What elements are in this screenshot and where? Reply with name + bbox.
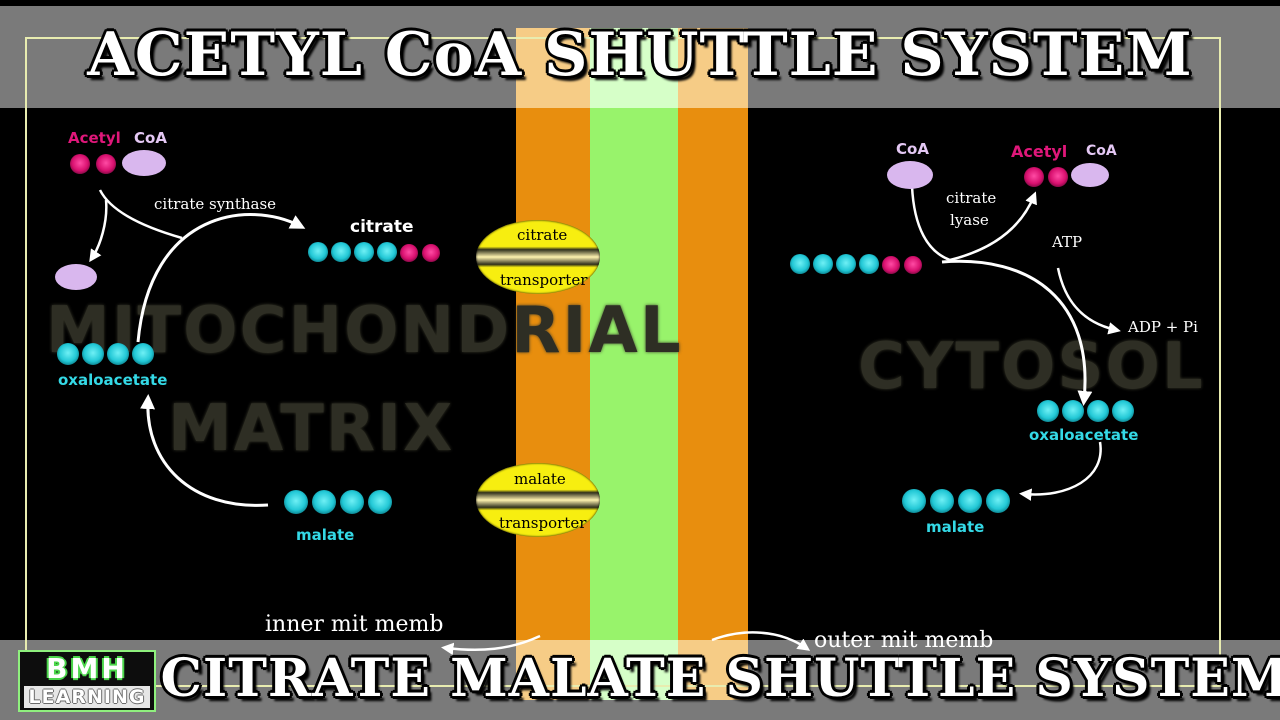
malate-left-carbon-1 — [284, 490, 308, 514]
citrate-lyase-label-line1: citrate — [946, 189, 997, 207]
intermembrane-top — [590, 28, 678, 108]
malate-label-left: malate — [296, 526, 355, 544]
citrate-right-carbon-1 — [790, 254, 810, 274]
citrate-transporter-label-top: citrate — [517, 226, 568, 244]
malate-right-carbon-2 — [930, 489, 954, 513]
citrate-synthase-arrow — [136, 213, 306, 343]
outer-membrane-band — [678, 108, 748, 640]
acetyl-right-carbon-1 — [1024, 167, 1044, 187]
page-title: ACETYL CoA SHUTTLE SYSTEM — [87, 20, 1193, 90]
citrate-right-carbon-3 — [836, 254, 856, 274]
region-label-cytosol: CYTOSOL — [858, 330, 1205, 404]
malate-right-carbon-1 — [902, 489, 926, 513]
coa-release-arrow — [98, 189, 183, 240]
malate-right-carbon-3 — [958, 489, 982, 513]
atp-label: ATP — [1052, 233, 1083, 251]
inner-membrane-label: inner mit memb — [265, 612, 444, 637]
bmh-learning-logo: BMH LEARNING — [18, 650, 156, 712]
coa-branch-arrow — [89, 199, 108, 263]
oxaloacetate-right-carbon-3 — [1087, 400, 1109, 422]
intermembrane-bottom — [590, 640, 678, 700]
oxaloacetate-label-left: oxaloacetate — [58, 371, 168, 389]
oxaloacetate-left-carbon-1 — [57, 343, 79, 365]
citrate-transporter-label-bottom: transporter — [500, 271, 588, 289]
oxaloacetate-left-carbon-2 — [82, 343, 104, 365]
outer-membrane-label: outer mit memb — [814, 628, 994, 653]
malate-left-carbon-3 — [340, 490, 364, 514]
coa-label-right-bound: CoA — [1086, 143, 1117, 159]
inner-membrane-band — [516, 108, 590, 640]
outer-membrane-top — [678, 28, 748, 108]
citrate-transporter — [476, 220, 600, 294]
oxaloacetate-right-carbon-1 — [1037, 400, 1059, 422]
oxaloacetate-left-carbon-3 — [107, 343, 129, 365]
malate-right-carbon-4 — [986, 489, 1010, 513]
page-subtitle: CITRATE MALATE SHUTTLE SYSTEM — [160, 648, 1280, 709]
acetyl-label-right: Acetyl — [1011, 142, 1068, 161]
citrate-right-carbon-4 — [859, 254, 879, 274]
atp-to-adp-arrow — [1056, 267, 1121, 335]
citrate-right-carbon-2 — [813, 254, 833, 274]
malate-left-carbon-2 — [312, 490, 336, 514]
logo-line1: BMH — [46, 652, 128, 685]
citrate-synthase-label: citrate synthase — [154, 195, 277, 213]
citrate-right-carbon-6 — [904, 256, 922, 274]
intermembrane-space — [590, 108, 678, 640]
acetyl-right-carbon-2 — [1048, 167, 1068, 187]
acetyl-coa-output-arrow — [949, 191, 1037, 262]
citrate-lyase-label-line2: lyase — [950, 211, 989, 229]
malate-to-oxaloacetate-arrow — [140, 394, 269, 507]
citrate-carbon-6 — [422, 244, 440, 262]
inner-membrane-top — [516, 28, 590, 108]
malate-transporter — [476, 463, 600, 537]
inner-membrane-bottom — [516, 640, 590, 700]
citrate-right-carbon-5 — [882, 256, 900, 274]
coa-ellipse-right-bound — [1071, 163, 1109, 187]
coa-label-right: CoA — [896, 140, 929, 158]
malate-transporter-label-bottom: transporter — [499, 514, 587, 532]
malate-transporter-label-top: malate — [514, 470, 566, 488]
citrate-lyase-main-arrow — [941, 259, 1093, 406]
inner-membrane-pointer — [441, 634, 541, 656]
oxaloacetate-left-carbon-4 — [132, 343, 154, 365]
adp-pi-label: ADP + Pi — [1128, 318, 1198, 336]
citrate-lyase-input-arrow — [910, 185, 951, 262]
citrate-carbon-3 — [354, 242, 374, 262]
citrate-carbon-2 — [331, 242, 351, 262]
coa-ellipse-right-free — [887, 161, 933, 189]
citrate-carbon-4 — [377, 242, 397, 262]
coa-ellipse-left — [122, 150, 166, 176]
citrate-carbon-5 — [400, 244, 418, 262]
oxaloacetate-right-carbon-2 — [1062, 400, 1084, 422]
outer-membrane-bottom — [678, 640, 748, 700]
region-label-matrix: MATRIX — [168, 392, 455, 466]
acetyl-label-left: Acetyl — [68, 129, 121, 147]
malate-label-right: malate — [926, 518, 985, 536]
oxaloacetate-to-malate-arrow — [1019, 441, 1102, 501]
outer-membrane-pointer — [711, 631, 811, 651]
citrate-carbon-1 — [308, 242, 328, 262]
acetyl-carbon-1 — [70, 154, 90, 174]
oxaloacetate-right-carbon-4 — [1112, 400, 1134, 422]
coa-ellipse-released — [55, 264, 97, 290]
logo-line2: LEARNING — [24, 686, 150, 708]
malate-left-carbon-4 — [368, 490, 392, 514]
acetyl-carbon-2 — [96, 154, 116, 174]
oxaloacetate-label-right: oxaloacetate — [1029, 426, 1139, 444]
citrate-label-left: citrate — [350, 217, 414, 237]
coa-label-left: CoA — [134, 129, 167, 147]
